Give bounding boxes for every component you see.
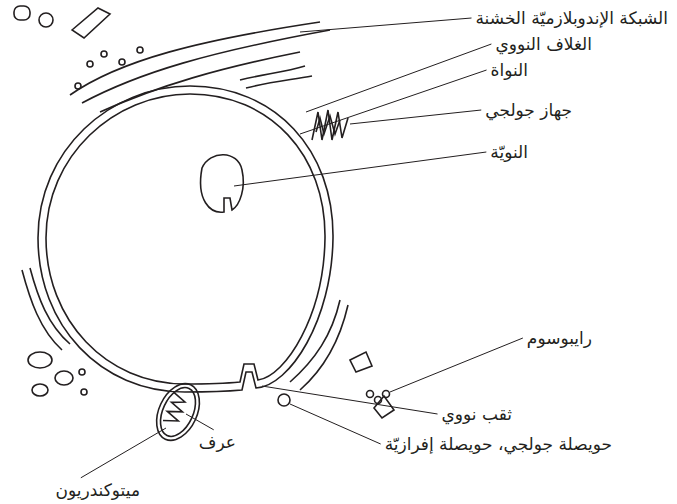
ribosome: [137, 47, 143, 53]
part-label: ثقب نووي: [442, 404, 512, 424]
leader-line: [186, 414, 214, 430]
part-label: النواة: [491, 60, 528, 80]
nuclear-envelope-inner: [46, 94, 325, 384]
part-label: جهاز جولجي: [485, 100, 572, 120]
golgi-vesicle: [278, 394, 290, 406]
vesicle: [79, 369, 85, 375]
er-fragment: [72, 8, 110, 38]
ribosome: [383, 391, 390, 398]
er-membrane: [22, 270, 62, 350]
er-membrane: [30, 268, 70, 344]
vesicle: [32, 384, 48, 396]
er-membrane: [290, 300, 340, 382]
nucleolus: [201, 155, 244, 212]
vesicle: [81, 389, 87, 395]
ribosome: [87, 61, 93, 67]
part-label: الشبكة الإندوبلازميّة الخشنة: [475, 8, 668, 28]
leader-line: [390, 338, 523, 392]
ribosome: [101, 51, 107, 57]
part-label: الغلاف النووي: [495, 34, 592, 54]
ribosome: [75, 83, 81, 89]
er-membrane: [240, 66, 305, 80]
er-fragment: [350, 352, 372, 372]
leader-line: [234, 152, 486, 186]
leader-line: [290, 404, 381, 444]
vesicle: [28, 352, 52, 368]
er-membrane: [82, 30, 330, 103]
part-label: ميتوكندريون: [55, 480, 140, 500]
er-membrane: [70, 22, 320, 95]
ribosome: [367, 391, 374, 398]
ribosome: [119, 59, 125, 65]
part-label: النويّة: [490, 142, 528, 162]
leader-line: [300, 18, 471, 32]
vesicle: [55, 371, 73, 385]
nuclear-envelope-outer: [38, 86, 333, 392]
leader-line: [350, 110, 481, 124]
golgi-apparatus: [316, 116, 340, 134]
leader-line: [300, 70, 487, 134]
ribosome: [375, 397, 382, 404]
part-label: رايبوسوم: [527, 328, 592, 348]
er-membrane: [300, 305, 348, 390]
golgi-apparatus: [312, 110, 348, 140]
leader-line: [81, 428, 166, 478]
er-membrane: [246, 76, 312, 88]
part-label: حويصلة جولجي، حويصلة إفرازيّة: [385, 434, 612, 454]
er-membrane: [100, 52, 300, 112]
vesicle: [14, 6, 30, 20]
part-label: عرف: [199, 432, 236, 452]
leader-line: [262, 386, 438, 414]
vesicle: [39, 13, 53, 27]
